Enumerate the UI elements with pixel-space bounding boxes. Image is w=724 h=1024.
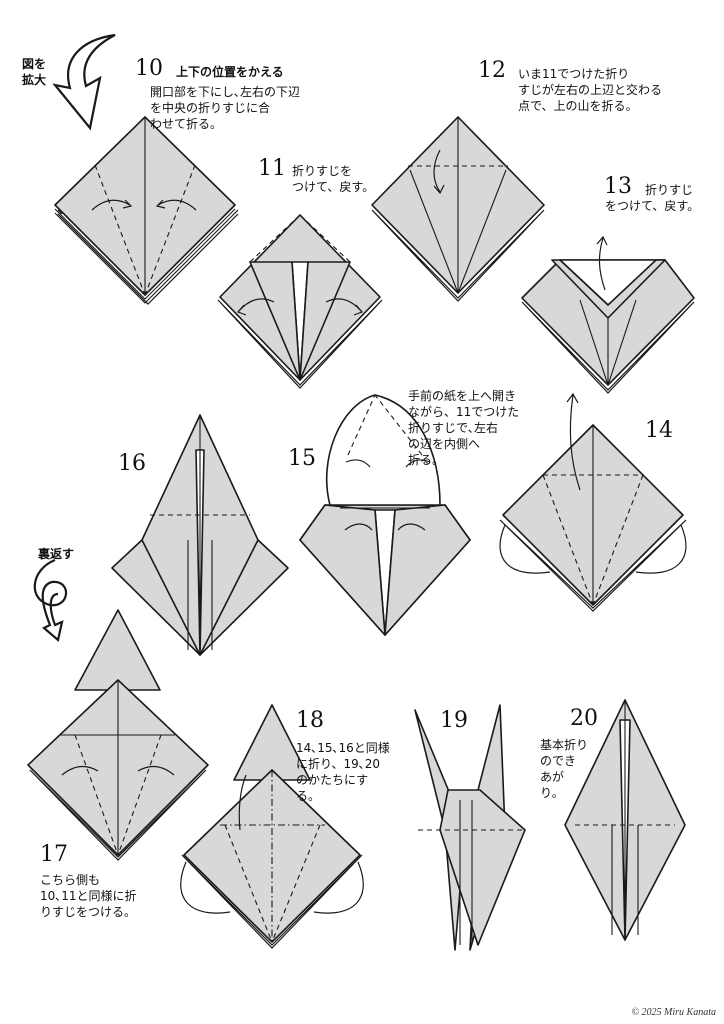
step-20-figure xyxy=(564,699,686,941)
step-11-figure xyxy=(217,214,383,389)
step-17-text: こちら側も 10､11と同様に折 りすじをつける。 xyxy=(40,873,137,919)
step-18-number: 18 xyxy=(296,708,324,733)
step-16-figure xyxy=(111,414,289,656)
step-14-figure xyxy=(499,392,687,612)
step-15-number: 15 xyxy=(288,446,316,471)
enlarge-arrow-icon xyxy=(52,33,116,131)
step-10-title: 上下の位置をかえる xyxy=(176,65,284,79)
step-16-number: 16 xyxy=(118,451,146,476)
step-19-number: 19 xyxy=(440,708,468,733)
step-10-text: 開口部を下にし､左右の下辺 を中央の折りすじに合 わせて折る。 xyxy=(150,85,301,131)
step-20-number: 20 xyxy=(570,706,598,731)
step-10-number: 10 xyxy=(135,56,163,81)
step-12-figure xyxy=(371,116,545,302)
copyright: © 2025 Miru Kanata xyxy=(631,1007,716,1018)
step-13-text: 折りすじ をつけて、戻す。 xyxy=(605,183,700,213)
step-17-figure xyxy=(27,609,209,861)
step-18-text: 14､15､16と同様 に折り、19､20 のかたちにす る。 xyxy=(296,741,390,803)
step-18-figure xyxy=(180,704,364,949)
step-11-number: 11 xyxy=(258,156,286,181)
turn-over-arrow-icon xyxy=(33,558,68,643)
step-17-number: 17 xyxy=(40,842,68,867)
step-15-figure xyxy=(299,394,471,636)
step-13-number: 13 xyxy=(604,174,632,199)
turn-over-label: 裏返す xyxy=(38,547,75,561)
step-20-text: 基本折り のでき あが り。 xyxy=(540,738,589,800)
step-10-figure xyxy=(54,116,239,305)
step-11-text: 折りすじを つけて、戻す。 xyxy=(292,164,375,194)
step-12-text: いま11でつけた折り すじが左右の上辺と交わる 点で、上の山を折る。 xyxy=(518,67,663,113)
step-12-number: 12 xyxy=(478,58,506,83)
step-13-figure xyxy=(521,235,695,394)
step-14-text: 手前の紙を上へ開き ながら、11でつけた 折りすじで､左右 の辺を内側へ 折る。 xyxy=(408,389,520,467)
step-14-number: 14 xyxy=(645,418,673,443)
step-19-figure xyxy=(414,704,526,951)
enlarge-label: 図を 拡大 xyxy=(22,57,47,87)
